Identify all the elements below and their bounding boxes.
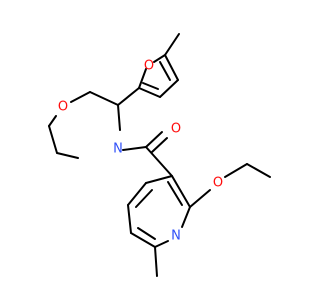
pyridine-nitrogen-label: N	[171, 229, 181, 244]
morpholine-nitrogen-label: N	[113, 142, 123, 157]
bond-n-carbonyl	[122, 146, 147, 151]
molecule-diagram: O O N O N O	[48, 33, 271, 277]
bond-pyr-c2-c3-double	[167, 181, 183, 206]
bond-furan-c3-c2	[138, 87, 161, 98]
bond-morph-c2-o	[70, 91, 91, 103]
bond-pyr-c4-c5	[127, 182, 147, 206]
bond-pyr-c5-c6	[127, 204, 132, 234]
bond-furan-c3-c2-double	[142, 82, 159, 90]
bond-morph-c6-c5	[48, 125, 58, 154]
bond-carbonyl-c-o-double	[151, 137, 168, 153]
bond-morph-o-c6	[48, 115, 57, 127]
bond-morph-c3-c2	[89, 91, 119, 106]
bond-pyr-c1-n	[154, 240, 169, 248]
bond-carbonyl-c-o	[145, 131, 163, 148]
carbonyl-oxygen-label: O	[171, 122, 181, 137]
furan-oxygen-label: O	[144, 59, 154, 74]
bond-pyridine-methyl	[154, 246, 158, 277]
bond-furan-c2-o	[138, 68, 147, 89]
bond-carbonyl-pyridine	[145, 146, 173, 177]
bond-pyr-c2-c3	[171, 175, 191, 208]
bond-furan-c5-c4-double	[159, 61, 171, 81]
bond-furan-morpholine	[117, 87, 140, 106]
bond-furan-c4-c3	[159, 79, 179, 98]
bond-morph-n-c3	[117, 104, 121, 131]
bond-furan-methyl	[164, 33, 180, 56]
bond-pyr-c6-c1-double	[137, 227, 156, 240]
bond-pyridine-ether	[189, 189, 211, 208]
bond-pyr-c4-c5-double	[135, 189, 153, 208]
bond-pyr-n-c2	[181, 206, 191, 228]
bond-morph-c5-n	[56, 152, 79, 159]
bond-furan-o-c5	[153, 54, 166, 63]
bond-pyr-c3-c4	[145, 175, 173, 184]
bond-ethyl	[246, 163, 271, 178]
ether-oxygen-label: O	[213, 176, 223, 191]
bond-furan-c5-c4	[164, 54, 179, 81]
structure-svg: O O N O N O	[48, 33, 271, 277]
morpholine-oxygen-label: O	[58, 100, 68, 115]
bond-pyr-c6-c1	[130, 232, 156, 248]
bond-ether-ch2	[224, 163, 248, 178]
